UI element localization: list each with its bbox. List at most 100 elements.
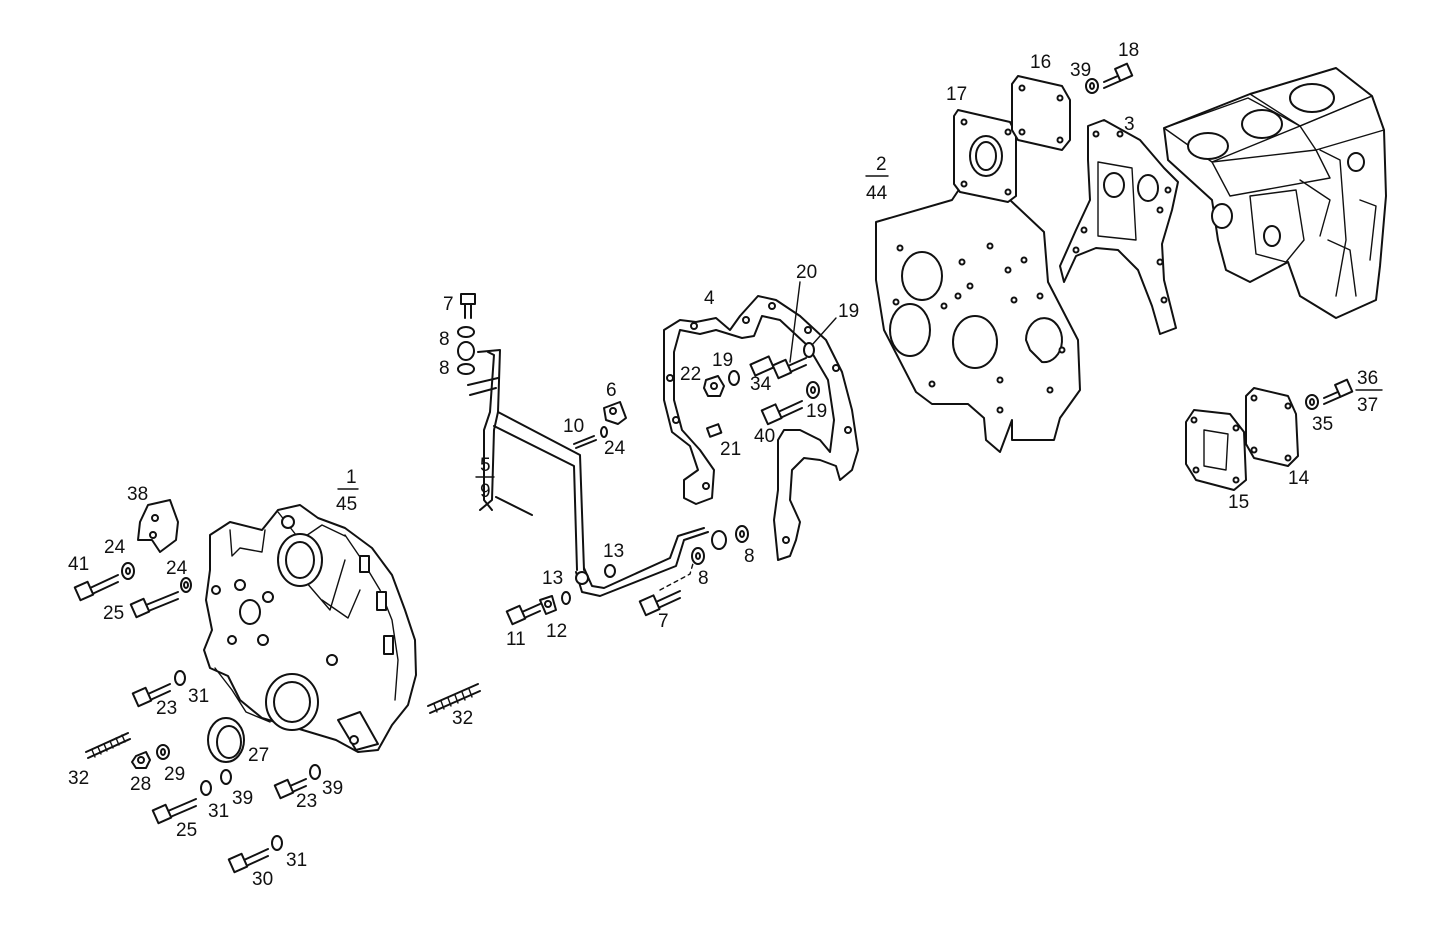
callout-19b: 19 — [838, 301, 859, 322]
callout-17: 17 — [946, 84, 967, 105]
bolt-40 — [760, 400, 803, 426]
leader-lines — [789, 281, 837, 363]
callout-19c: 19 — [806, 401, 827, 422]
washer-24a — [121, 562, 135, 580]
pin-21 — [705, 423, 723, 438]
washer-39c — [1085, 78, 1099, 94]
callout-34: 34 — [750, 374, 772, 395]
bolt-23a — [131, 683, 171, 708]
bolt-36-37 — [1323, 378, 1354, 405]
callout-32a: 32 — [68, 768, 89, 789]
callout-41: 41 — [68, 554, 89, 575]
callout-3: 3 — [1124, 114, 1135, 135]
callout-30: 30 — [252, 869, 273, 890]
washer-29 — [156, 744, 170, 760]
screw-10 — [573, 435, 597, 449]
callout-44: 44 — [866, 183, 888, 204]
bolt-25b — [151, 798, 197, 825]
washer-39a — [220, 769, 232, 785]
callout-24b: 24 — [166, 558, 188, 579]
washer-24b — [180, 577, 192, 593]
cover-16 — [1011, 75, 1071, 151]
cover-17 — [953, 109, 1017, 203]
washer-13b — [561, 591, 571, 605]
bracket-38 — [137, 499, 179, 553]
callout-21: 21 — [720, 439, 741, 460]
washer-39b — [309, 764, 321, 780]
callout-11: 11 — [506, 629, 526, 650]
nut-22 — [703, 375, 725, 397]
callout-10: 10 — [563, 416, 584, 437]
bolt-11 — [505, 603, 541, 626]
callout-39a: 39 — [232, 788, 253, 809]
callout-6: 6 — [606, 380, 617, 401]
callout-5: 5 — [480, 455, 491, 476]
engine-block — [1163, 67, 1387, 319]
callout-22: 22 — [680, 364, 701, 385]
bolt-41 — [73, 574, 119, 602]
bolt-7a — [460, 293, 476, 319]
washer-8d — [735, 525, 749, 543]
washer-8b — [457, 363, 475, 375]
callout-24c: 24 — [604, 438, 626, 459]
callout-9: 9 — [480, 481, 491, 502]
washer-19a — [728, 370, 740, 386]
callout-23a: 23 — [156, 698, 177, 719]
callout-28: 28 — [130, 774, 151, 795]
callout-13a: 13 — [603, 541, 624, 562]
stud-32b — [427, 683, 481, 714]
callout-2: 2 — [876, 154, 887, 175]
nut-28 — [131, 751, 151, 769]
gasket-4 — [663, 295, 859, 561]
callout-20: 20 — [796, 262, 817, 283]
clip-12 — [539, 595, 557, 615]
callout-25b: 25 — [176, 820, 197, 841]
callout-19a: 19 — [712, 350, 733, 371]
callout-25a: 25 — [103, 603, 124, 624]
bolt-25a — [129, 591, 179, 619]
washer-19b — [803, 342, 815, 358]
bolt-7b — [638, 590, 681, 617]
gasket-15 — [1185, 409, 1247, 491]
callout-8c: 8 — [698, 568, 709, 589]
callout-35: 35 — [1312, 414, 1333, 435]
callout-27: 27 — [248, 745, 269, 766]
callout-31c: 31 — [286, 850, 307, 871]
callout-38: 38 — [127, 484, 148, 505]
stud-34 — [749, 355, 775, 377]
front-timing-cover — [203, 504, 417, 753]
callout-7b: 7 — [658, 611, 669, 632]
callout-40: 40 — [754, 426, 775, 447]
callout-39b: 39 — [322, 778, 343, 799]
oil-pipe-5-9 — [457, 341, 585, 571]
bolt-30 — [227, 848, 269, 874]
bolt-18 — [1103, 62, 1134, 89]
callout-16: 16 — [1030, 52, 1051, 73]
washer-24c — [600, 426, 608, 438]
bolt-23b — [273, 778, 307, 800]
callout-24a: 24 — [104, 537, 126, 558]
washer-8c — [691, 547, 705, 565]
bolt-20 — [771, 357, 807, 380]
callout-13b: 13 — [542, 568, 563, 589]
washer-35 — [1305, 394, 1319, 410]
callout-23b: 23 — [296, 791, 317, 812]
callout-39c: 39 — [1070, 60, 1091, 81]
callout-36: 36 — [1357, 368, 1378, 389]
callout-32b: 32 — [452, 708, 473, 729]
washer-31b — [200, 780, 212, 796]
washer-19c — [806, 381, 820, 399]
callout-8b: 8 — [439, 358, 450, 379]
callout-45: 45 — [336, 494, 357, 515]
washer-8a — [457, 326, 475, 338]
callout-labels: 1 45 2 44 5 9 36 37 3 4 6 7 7 8 8 8 8 10… — [68, 40, 1383, 890]
callout-1: 1 — [346, 467, 357, 488]
callout-15: 15 — [1228, 492, 1249, 513]
callout-8d: 8 — [744, 546, 755, 567]
callout-18: 18 — [1118, 40, 1139, 61]
callout-31a: 31 — [188, 686, 209, 707]
clamp-6 — [603, 401, 627, 425]
callout-37: 37 — [1357, 395, 1378, 416]
